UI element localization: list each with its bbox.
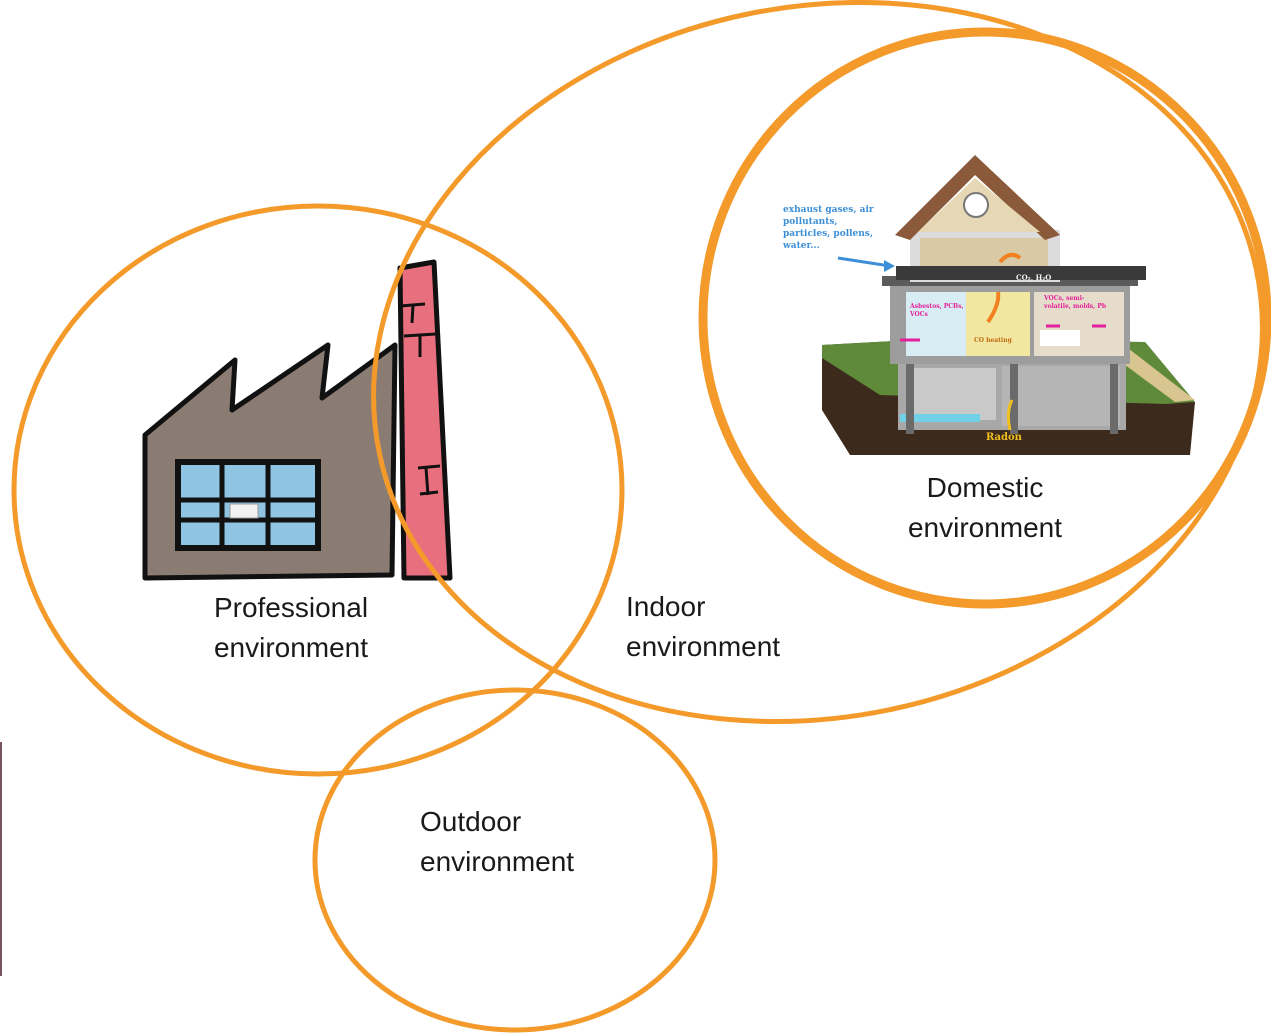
domestic-label-line2: environment [907, 512, 1063, 543]
external-pollutants-note: exhaust gases, air pollutants, particles… [782, 205, 877, 251]
professional-label-line1: Professional [213, 592, 369, 623]
right-room-note: VOCs, semi- volatile, molds, Pb [1043, 295, 1106, 310]
professional-environment-label: Professional environment [186, 588, 396, 668]
domestic-environment-label: Domestic environment [880, 468, 1090, 548]
center-room-note: CO heating [974, 337, 1013, 344]
outdoor-label-line2: environment [420, 846, 575, 877]
outdoor-environment-label: Outdoor environment [420, 802, 630, 882]
basement-note: Radon [986, 432, 1023, 443]
domestic-label-line1: Domestic [926, 472, 1044, 503]
left-room-note: Asbestos, PCBs, VOCs [909, 303, 966, 318]
outdoor-environment-circle [312, 687, 718, 1033]
house-notes: exhaust gases, air pollutants, particles… [782, 205, 1106, 443]
indoor-label-line2: environment [626, 631, 781, 662]
indoor-environment-label: Indoor environment [626, 587, 836, 667]
top-room-note: CO₂, H₂O [1016, 273, 1051, 282]
chimney-icon [397, 259, 453, 581]
outdoor-label-line1: Outdoor [420, 806, 522, 837]
factory-icon [142, 342, 398, 581]
indoor-environment-ellipse [371, 0, 1265, 725]
professional-environment-circle [11, 203, 625, 777]
domestic-environment-circle [698, 27, 1271, 609]
left-edge-rule [0, 742, 2, 976]
professional-label-line2: environment [213, 632, 369, 663]
indoor-label-line1: Indoor [626, 591, 706, 622]
house-cutaway-icon [822, 155, 1195, 455]
